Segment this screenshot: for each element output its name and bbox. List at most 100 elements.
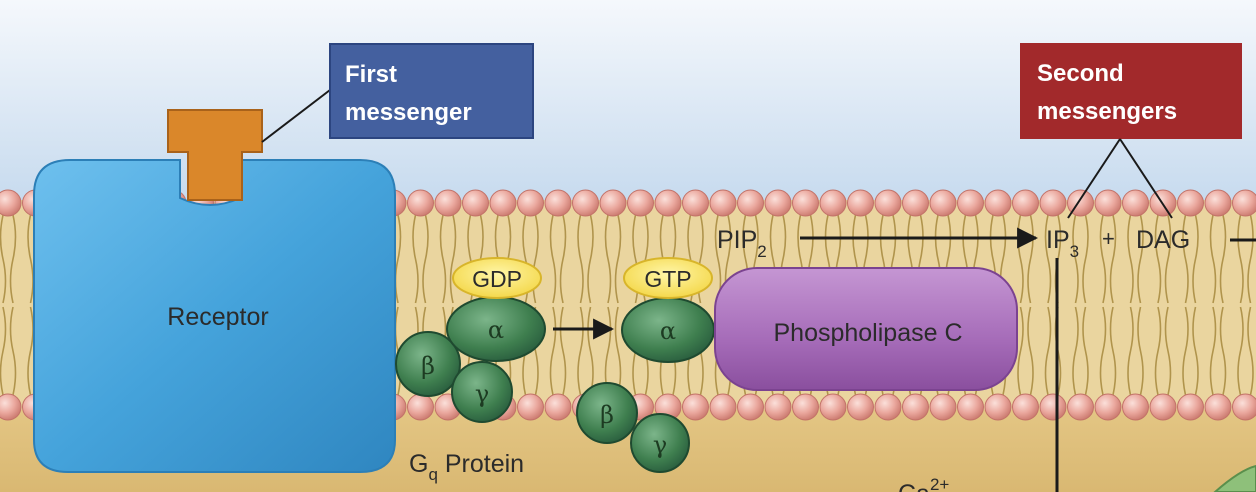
organelle-edge [1213, 464, 1256, 492]
lipid-tail [1127, 306, 1134, 396]
phospholipid-head [929, 189, 957, 217]
lipid-tail [9, 214, 17, 304]
gamma-symbol-released: γ [653, 431, 667, 459]
phospholipid-head [792, 393, 819, 421]
plus-sign: + [1102, 226, 1115, 251]
pip2-main: PIP [717, 226, 757, 254]
phospholipid-head [1177, 189, 1204, 217]
phospholipid-head [819, 393, 847, 421]
lipid-tail [1247, 306, 1254, 396]
beta-subunit-released [576, 382, 638, 444]
phospholipid-head [627, 189, 654, 217]
phospholipid-head [1012, 393, 1039, 421]
phospholipid-head [1177, 393, 1204, 421]
gamma-subunit-released [630, 413, 690, 473]
second-messengers-pointer-ip3 [1067, 138, 1121, 219]
lipid-tail [1137, 306, 1144, 396]
ligand-molecule [167, 109, 263, 201]
phospholipid-head [517, 393, 544, 421]
lipid-tail [1109, 306, 1117, 396]
lipid-tail [604, 214, 612, 304]
lipid-tail [549, 306, 557, 396]
lipid-tail [614, 214, 622, 304]
phospholipid-head [874, 393, 902, 421]
phospholipid-head [1094, 189, 1122, 217]
dag-label: DAG [1136, 226, 1190, 254]
lipid-tail [1027, 306, 1034, 396]
lipid-tail [1099, 214, 1107, 304]
phospholipid-head [1122, 393, 1149, 421]
lipid-tail [1127, 214, 1134, 304]
lipid-tail [1109, 214, 1117, 304]
phospholipid-head [902, 393, 929, 421]
phospholipase-c-label: Phospholipase C [773, 319, 962, 347]
phospholipid-head [407, 393, 434, 421]
phospholipid-head [572, 189, 599, 217]
phospholipid-head [709, 189, 737, 217]
gdp-label: GDP [472, 266, 522, 292]
phospholipid-head [434, 189, 462, 217]
second-messengers-box [1020, 43, 1242, 139]
gamma-symbol-inactive: γ [475, 380, 489, 408]
lipid-tail [1072, 214, 1079, 304]
lipid-tail [1072, 306, 1079, 396]
lipid-tail [577, 214, 584, 304]
alpha-symbol-inactive: α [488, 316, 504, 344]
lipid-tail [439, 214, 447, 304]
lipid-tail [587, 306, 594, 396]
pip2-label: PIP2 [717, 226, 767, 261]
phospholipid-head [1067, 393, 1094, 421]
lipid-tail [1192, 306, 1199, 396]
lipid-tail [0, 214, 7, 304]
phospholipid-head [709, 393, 737, 421]
phospholipid-head [847, 393, 874, 421]
beta-symbol-inactive: β [421, 352, 435, 380]
phospholipid-head [902, 189, 929, 217]
gtp-molecule [623, 257, 713, 299]
lipid-tail [1154, 214, 1162, 304]
lipid-tail [1209, 306, 1217, 396]
phospholipid-head [874, 189, 902, 217]
calcium-ion-label: Ca2+ [898, 475, 949, 492]
lipid-tail [27, 214, 34, 304]
phospholipid-head [792, 189, 819, 217]
phospholipid-head [1012, 189, 1039, 217]
ip3-label: IP3 [1046, 226, 1079, 261]
lipid-tail [587, 214, 594, 304]
gdp-molecule [452, 257, 542, 299]
gq-g: G [409, 450, 428, 478]
phospholipid-head [682, 393, 709, 421]
phospholipid-head [1094, 393, 1122, 421]
first-messenger-label-line2: messenger [345, 99, 472, 126]
phospholipid-head [544, 393, 572, 421]
phospholipid-head [764, 393, 792, 421]
second-messengers-pointer-dag [1119, 138, 1173, 219]
ip3-main: IP [1046, 226, 1070, 254]
phospholipid-head [599, 189, 627, 217]
phospholipase-c [714, 267, 1018, 391]
lipid-tail [1219, 214, 1227, 304]
lipid-tail [1237, 306, 1244, 396]
calcium-main: Ca [898, 480, 930, 492]
phospholipid-head [984, 393, 1012, 421]
phospholipid-head [489, 189, 517, 217]
lipid-tail [0, 306, 7, 396]
lipid-tail [1209, 214, 1217, 304]
phospholipid-head [957, 393, 984, 421]
lipid-tail [559, 214, 567, 304]
lipid-tail [9, 306, 17, 396]
phospholipid-head [1039, 393, 1067, 421]
beta-subunit-inactive [395, 331, 461, 397]
lipid-tail [1137, 214, 1144, 304]
phospholipid-head [682, 189, 709, 217]
phospholipid-head [1122, 189, 1149, 217]
receptor [33, 159, 396, 473]
phospholipid-head [1232, 393, 1256, 421]
phospholipid-head [984, 189, 1012, 217]
gtp-label: GTP [644, 266, 691, 292]
gamma-subunit-inactive [451, 361, 513, 423]
gq-subscript: q [428, 465, 437, 484]
phospholipid-head [407, 189, 434, 217]
